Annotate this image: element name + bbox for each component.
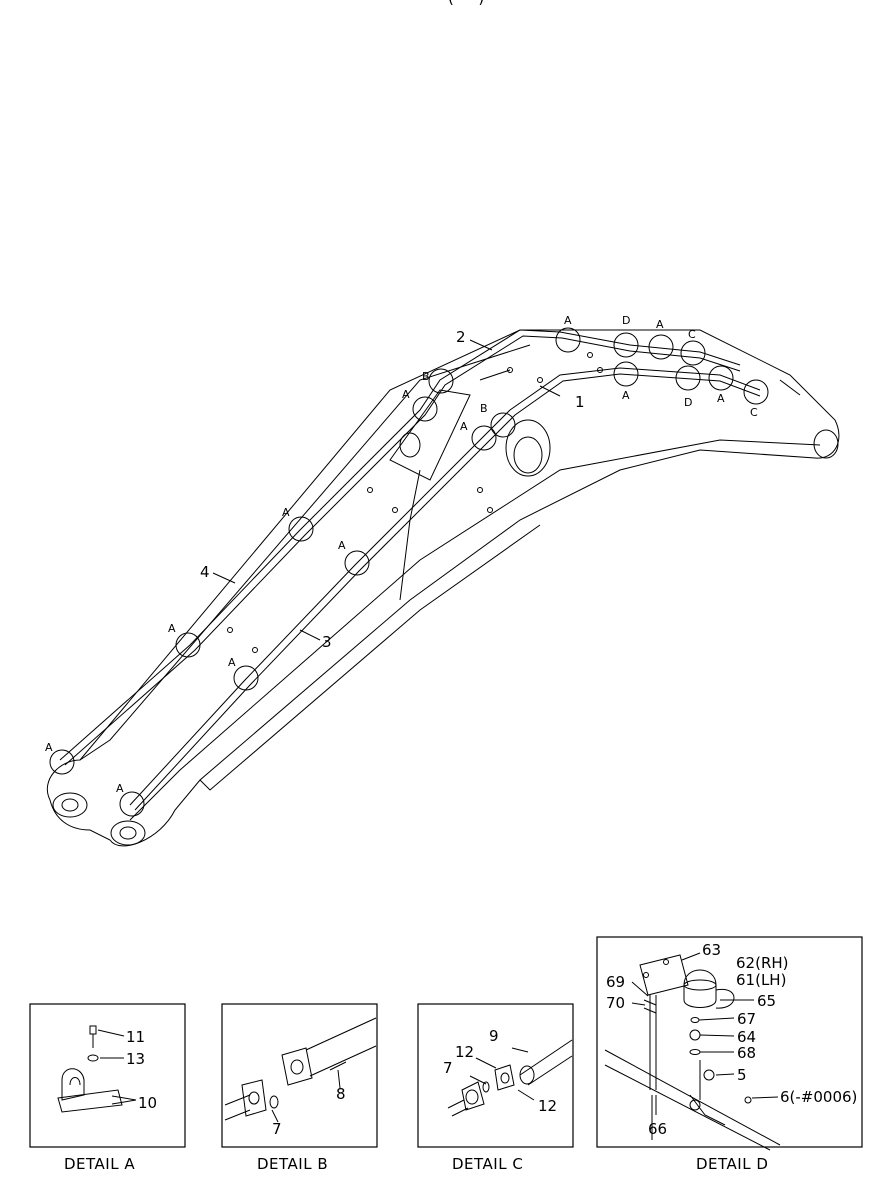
- boom-illustration: [46, 329, 840, 847]
- part-label-67: 67: [737, 1010, 756, 1028]
- part-label-64: 64: [737, 1028, 756, 1046]
- zone-label-a: A: [717, 392, 725, 405]
- part-label-65: 65: [757, 992, 776, 1010]
- part-label-61-lh: 61(LH): [736, 971, 786, 989]
- callout-4: 4: [200, 563, 210, 581]
- zone-label-b: B: [422, 370, 430, 383]
- part-label-7: 7: [443, 1059, 453, 1077]
- detail-a-caption: DETAIL A: [64, 1155, 135, 1173]
- pipe-2-4-upper: [59, 329, 741, 766]
- part-label-68: 68: [737, 1044, 756, 1062]
- part-label-7: 7: [272, 1120, 282, 1138]
- part-label-13: 13: [126, 1050, 145, 1068]
- part-label-6: 6(-#0006): [780, 1088, 857, 1106]
- zone-label-a: A: [338, 539, 346, 552]
- callout-2: 2: [456, 328, 466, 346]
- zone-label-a: A: [460, 420, 468, 433]
- zone-label-a: A: [228, 656, 236, 669]
- part-label-8: 8: [336, 1085, 346, 1103]
- page-title: ( — ): [448, 0, 484, 7]
- zone-label-d: D: [622, 314, 630, 327]
- part-label-9: 9: [489, 1027, 499, 1045]
- part-label-69: 69: [606, 973, 625, 991]
- part-label-63: 63: [702, 941, 721, 959]
- zone-label-a: A: [282, 506, 290, 519]
- zone-label-b: B: [480, 402, 488, 415]
- zone-label-a: A: [45, 741, 53, 754]
- part-label-12: 12: [538, 1097, 557, 1115]
- zone-labels: A A A A A A A B A B A D A C A D A C: [45, 314, 758, 795]
- detail-d-caption: DETAIL D: [696, 1155, 768, 1173]
- pipe-1-3-lower: [129, 367, 761, 811]
- part-label-62-rh: 62(RH): [736, 954, 789, 972]
- detail-b: 8 7: [221, 1003, 378, 1148]
- zone-label-a: A: [402, 388, 410, 401]
- callout-1: 1: [575, 393, 585, 411]
- detail-a: 11 13 10: [29, 1003, 186, 1148]
- zone-label-a: A: [116, 782, 124, 795]
- zone-label-d: D: [684, 396, 692, 409]
- part-label-70: 70: [606, 994, 625, 1012]
- zone-label-a: A: [656, 318, 664, 331]
- part-label-10: 10: [138, 1094, 157, 1112]
- part-label-12: 12: [455, 1043, 474, 1061]
- zone-label-a: A: [168, 622, 176, 635]
- callout-leaders: [212, 339, 561, 641]
- zone-label-c: C: [750, 406, 758, 419]
- detail-c: 9 12 7 12: [417, 1003, 574, 1148]
- detail-markers: [49, 327, 769, 817]
- detail-c-caption: DETAIL C: [452, 1155, 523, 1173]
- part-label-66: 66: [648, 1120, 667, 1138]
- zone-label-a: A: [564, 314, 572, 327]
- callout-3: 3: [322, 633, 332, 651]
- detail-d: 63 62(RH) 61(LH) 69 70 65 67 64 68 5 6(-…: [596, 936, 863, 1151]
- part-label-5: 5: [737, 1066, 747, 1084]
- detail-b-caption: DETAIL B: [257, 1155, 328, 1173]
- zone-label-c: C: [688, 328, 696, 341]
- zone-label-a: A: [622, 389, 630, 402]
- part-label-11: 11: [126, 1028, 145, 1046]
